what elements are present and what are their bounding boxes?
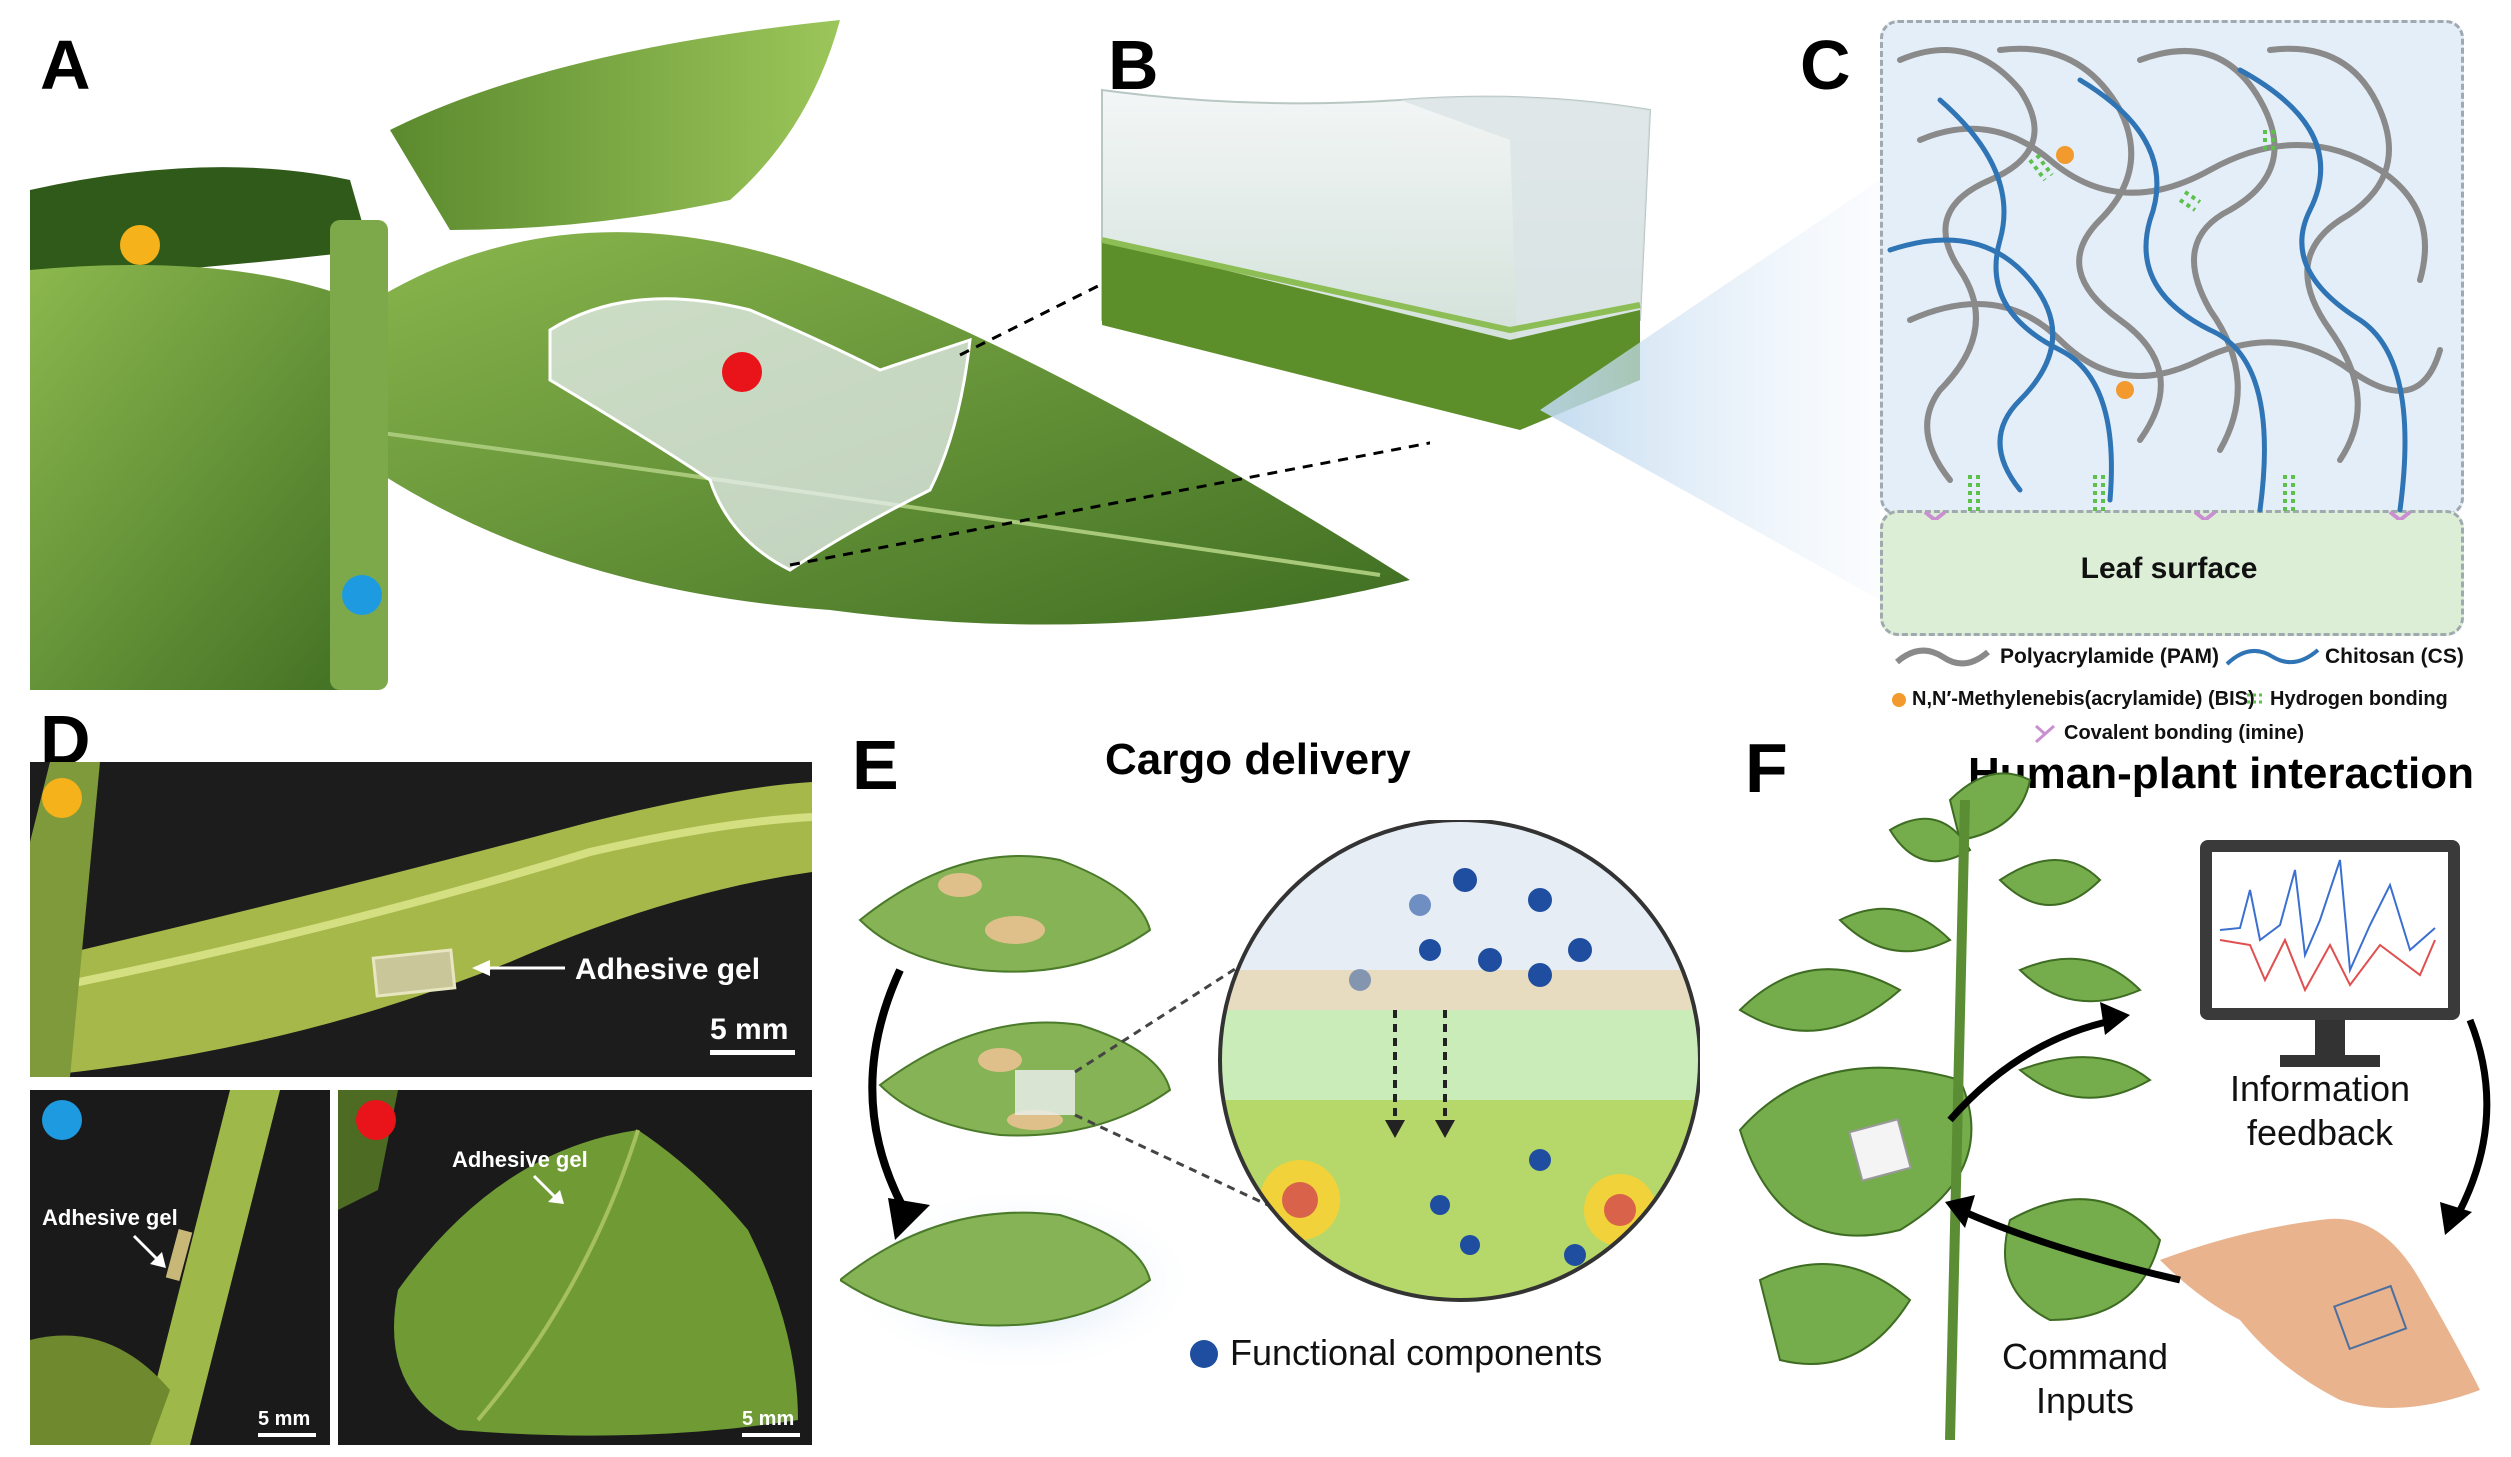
legend-covalent-mark: [2035, 724, 2055, 744]
functional-components-dot: [1190, 1340, 1218, 1368]
photo-d-top: [30, 762, 812, 1077]
upper-left-leaf: [30, 167, 370, 280]
leaf-closeup-photo: [338, 1090, 798, 1436]
plant-3d-render: [30, 20, 1430, 690]
command-inputs-line1: Command: [2001, 1336, 2169, 1377]
marker-red-dot: [722, 352, 762, 392]
leaf-icon-3: [840, 1211, 1152, 1327]
left-leaf: [30, 265, 380, 690]
marker-yellow-dot: [120, 225, 160, 265]
panel-label-b: B: [1108, 26, 1159, 104]
panel-label-c: C: [1800, 26, 1851, 104]
legend-pam-line: [1895, 647, 1990, 667]
marker-blue-dot-d: [42, 1100, 82, 1140]
legend-hbond-label: Hydrogen bonding: [2270, 688, 2448, 710]
photo-d-bottom-left: [30, 1090, 330, 1445]
legend-covalent-label: Covalent bonding (imine): [2064, 722, 2304, 744]
command-inputs-line2: Inputs: [2035, 1380, 2135, 1421]
legend-cs-label: Chitosan (CS): [2325, 645, 2464, 668]
adhesive-gel-label-bl: Adhesive gel: [42, 1205, 178, 1230]
cargo-delivery-title: Cargo delivery: [1105, 735, 1411, 784]
panel-label-e: E: [852, 726, 899, 804]
gel-network-box: [1880, 20, 2464, 516]
legend-cs-line: [2225, 648, 2320, 666]
bis-crosslink: [2056, 146, 2074, 164]
human-plant-interaction-title: Human-plant interaction: [1968, 749, 2475, 798]
bis-crosslink: [2116, 381, 2134, 399]
legend-bis-dot: [1892, 693, 1906, 707]
hydrogel-patch: [548, 297, 972, 572]
information-feedback-line2: feedback: [2246, 1112, 2394, 1153]
legend-pam-label: Polyacrylamide (PAM): [2000, 645, 2220, 668]
leaf-icon-2: [878, 1021, 1172, 1137]
scale-bar-label-bl: 5 mm: [258, 1408, 311, 1430]
annotation-arrow-bl: [132, 1234, 166, 1268]
information-feedback-line1: Information: [2229, 1068, 2411, 1109]
leaf-surface-box: [1880, 510, 2464, 636]
annotation-arrow: [472, 960, 565, 976]
legend-hbond-mark: [2247, 693, 2263, 704]
stem-photo: [30, 762, 812, 1077]
adhesive-gel-label-br: Adhesive gel: [452, 1147, 588, 1172]
human-plant-illustration: [1738, 772, 2491, 1440]
cargo-delivery-illustration: [840, 820, 1700, 1375]
scale-bar-br: [742, 1433, 800, 1437]
hydrogel-block-render: [1101, 88, 1652, 430]
photo-d-bottom-right: [338, 1090, 812, 1445]
leaf-surface-label: Leaf surface: [2080, 552, 2258, 585]
legend-bis-label: N,N′-Methylenebis(acrylamide) (BIS): [1912, 688, 2255, 710]
scale-bar-bl: [258, 1433, 316, 1437]
marker-red-dot-d: [356, 1100, 396, 1140]
spotlight-cone: [1540, 180, 1880, 600]
adhesive-gel-label-top: Adhesive gel: [575, 953, 761, 986]
annotation-arrow-br: [532, 1174, 564, 1204]
leaf-cross-section: [1220, 820, 1700, 1300]
curved-arrow: [868, 968, 914, 1223]
scale-bar-top: [710, 1050, 795, 1055]
panel-label-f: F: [1745, 729, 1788, 807]
stem: [330, 220, 388, 690]
marker-yellow-dot-d: [42, 778, 82, 818]
functional-components-label: Functional components: [1230, 1332, 1603, 1373]
scale-bar-label-top: 5 mm: [710, 1013, 789, 1046]
scale-bar-label-br: 5 mm: [742, 1408, 795, 1430]
polymer-network: [1887, 45, 2443, 520]
leaf-icon-1: [858, 855, 1152, 973]
panel-label-a: A: [40, 26, 91, 104]
stem-closeup-photo: [30, 1090, 280, 1445]
marker-blue-dot: [342, 575, 382, 615]
upper-right-leaf: [390, 20, 840, 230]
